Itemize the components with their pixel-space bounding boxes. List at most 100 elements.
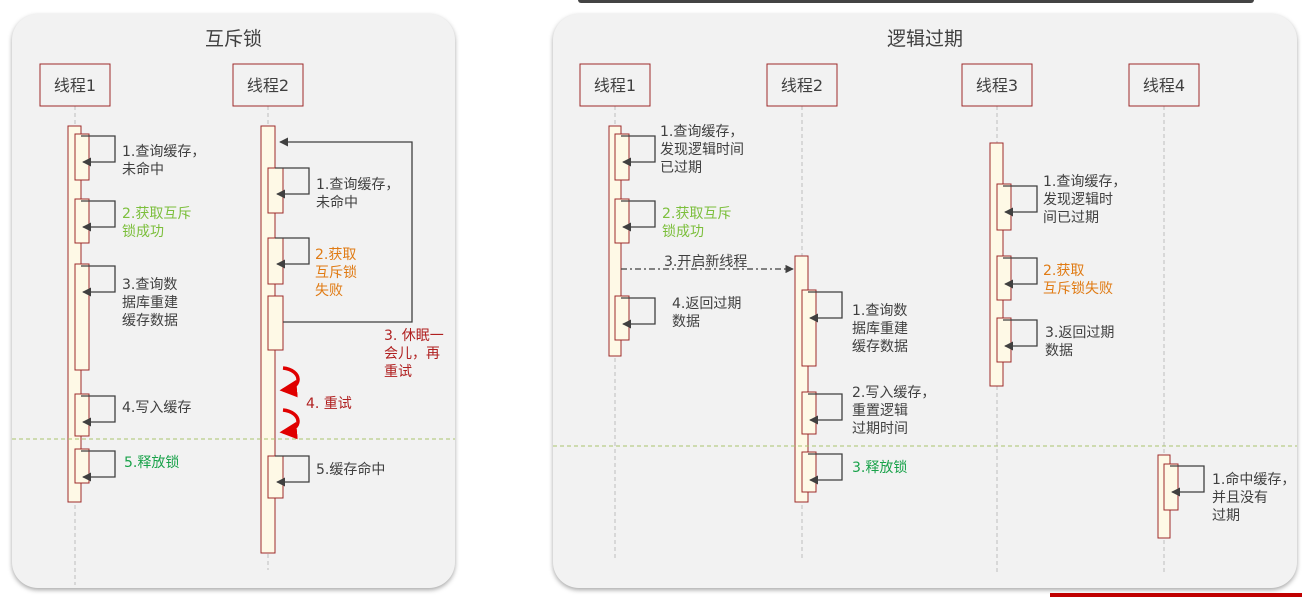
rp-thread3-activation-step2 [996, 255, 1012, 301]
thread1-note-step3: 3.查询数据库重建缓存数据 [122, 277, 178, 329]
rp-thread4-self-arrow-1 [1170, 465, 1205, 497]
rp-thread3-activation-step3 [996, 317, 1012, 363]
thread2-activation-step2 [267, 237, 284, 285]
thread1-self-arrow-1 [81, 135, 116, 167]
thread2-note-step2-line: 2.获取 [315, 247, 356, 263]
thread1-note-step2-line: 锁成功 [122, 224, 164, 240]
rp-thread2-note-step1-line: 缓存数据 [852, 339, 908, 355]
rp-thread3-note-step2: 2.获取互斥锁失败 [1043, 263, 1113, 297]
thread1-note-step3-line: 缓存数据 [122, 313, 178, 329]
rp-thread1-note-step2-line: 锁成功 [662, 224, 704, 240]
thread1-note-step2-line: 2.获取互斥 [122, 206, 191, 222]
rp-thread3-self-arrow-3 [1003, 319, 1038, 351]
rp-thread1-self-arrow-2 [621, 200, 656, 232]
retry-curl-arrow-2 [279, 408, 300, 440]
rp-thread2-activation-step2 [801, 391, 817, 435]
rp-thread3-note-step1-line: 间已过期 [1043, 210, 1099, 226]
thread2-note-step1-line: 1.查询缓存， [316, 177, 399, 193]
rp-thread4-note-step1: 1.命中缓存， 并且没有过期 [1212, 471, 1295, 524]
rp-thread1-note-step2: 2.获取互斥锁成功 [662, 206, 731, 240]
thread2-note-step2-line: 失败 [315, 283, 343, 299]
thread2-note-step5-line: 5.缓存命中 [316, 461, 385, 478]
rp-thread2-self-arrow-2 [808, 393, 843, 425]
thread2-note-step1: 1.查询缓存，未命中 [316, 177, 399, 211]
thread2-note-step2: 2.获取互斥锁失败 [315, 247, 357, 299]
thread2-sleep-retry-arrow [279, 137, 413, 323]
mutex-lock-title: 互斥锁 [204, 28, 262, 50]
rp-thread1-note-step1: 1.查询缓存，发现逻辑时间已过期 [660, 124, 744, 176]
rp-thread2-header-box [766, 63, 838, 107]
thread1-header-box-label: 线程1 [54, 76, 96, 95]
rp-thread2-note-step1: 1.查询数据库重建缓存数据 [852, 303, 908, 355]
thread2-self-arrow-5 [275, 455, 310, 487]
thread2-note-step3-line: 重试 [384, 364, 412, 380]
thread2-note-step3-line: 3. 休眠一 [384, 328, 444, 344]
rp-thread2-note-step2-line: 2.写入缓存， [852, 385, 935, 401]
rp-thread3-note-step3-line: 数据 [1045, 343, 1073, 359]
thread1-activation-step4 [74, 393, 90, 437]
rp-thread1-note-step4-line: 4.返回过期 [672, 296, 741, 312]
rp-thread3-note-step3-line: 3.返回过期 [1045, 325, 1114, 341]
rp-thread1-note-step2-line: 2.获取互斥 [662, 206, 731, 222]
rp-thread1-note-step4-line: 数据 [672, 314, 700, 330]
thread2-self-arrow-1 [275, 167, 310, 199]
thread1-activation-step3 [74, 263, 90, 371]
rp-thread2-activation-step3 [801, 451, 817, 493]
rp-thread4-note-step1-line: 并且没有 [1212, 490, 1268, 506]
thread1-activation-step2 [74, 198, 90, 244]
thread1-self-arrow-3 [81, 265, 116, 297]
rp-thread4-note-step1-line: 过期 [1212, 508, 1240, 524]
rp-thread2-note-step2-line: 重置逻辑 [852, 403, 908, 419]
rp-thread2-note-step1-line: 1.查询数 [852, 303, 907, 319]
rp-thread4-note-step1-line: 1.命中缓存， [1212, 471, 1295, 488]
thread2-note-step4-line: 4. 重试 [306, 396, 352, 412]
thread1-note-step5: 5.释放锁 [124, 455, 179, 471]
thread2-activation-step1 [267, 167, 284, 214]
thread1-note-step1-line: 未命中 [122, 161, 164, 178]
bottom-accent-bar [1050, 593, 1302, 597]
thread2-note-step5: 5.缓存命中 [316, 461, 385, 478]
rp-thread3-note-step1-line: 1.查询缓存， [1043, 174, 1126, 190]
thread1-note-step2: 2.获取互斥锁成功 [122, 206, 191, 240]
thread1-note-step1-line: 1.查询缓存， [122, 144, 205, 160]
thread2-self-arrow-2 [275, 237, 310, 269]
rp-thread1-header-box-label: 线程1 [594, 76, 636, 95]
rp-thread2-note-step3: 3.释放锁 [852, 460, 907, 476]
rp-thread1-note-step1-line: 发现逻辑时间 [660, 142, 744, 158]
rp-thread2-note-step3-line: 3.释放锁 [852, 460, 907, 476]
thread1-note-step4: 4.写入缓存 [122, 400, 191, 416]
thread1-note-step5-line: 5.释放锁 [124, 455, 179, 471]
top-border-bar [578, 0, 1254, 3]
thread2-header-box-label: 线程2 [247, 76, 289, 95]
rp-thread3-header-box [961, 63, 1033, 107]
rp-thread3-note-step3: 3.返回过期数据 [1045, 325, 1114, 359]
rp-thread2-note-step2: 2.写入缓存， 重置逻辑过期时间 [852, 385, 935, 437]
rp-thread3-self-arrow-2 [1003, 257, 1038, 289]
rp-thread2-note-step1-line: 据库重建 [852, 321, 908, 337]
rp-thread2-self-arrow-1 [808, 291, 843, 323]
logical-expiry-title: 逻辑过期 [886, 28, 963, 50]
rp-thread4-header-box-label: 线程4 [1143, 76, 1185, 95]
thread1-self-arrow-2 [81, 200, 116, 232]
rp-thread1-activation-step2 [614, 198, 630, 244]
thread2-activation-step3 [267, 295, 284, 351]
thread2-note-step2-line: 互斥锁 [315, 265, 357, 281]
rp-thread1-note-step4: 4.返回过期数据 [672, 296, 741, 330]
retry-curl-arrow-1 [279, 366, 300, 398]
rp-thread1-activation-step1 [614, 133, 630, 181]
rp-thread3-self-arrow-1 [1003, 185, 1038, 217]
rp-thread3-activation-step1 [996, 183, 1012, 231]
rp-thread1-note-step1-line: 1.查询缓存， [660, 124, 743, 140]
thread2-header-box [232, 63, 304, 107]
rp-thread2-activation-step1 [801, 289, 817, 367]
thread1-activation-step1 [74, 133, 90, 181]
thread1-note-step3-line: 3.查询数 [122, 277, 177, 293]
thread2-note-step3: 3. 休眠一会儿，再重试 [384, 328, 444, 380]
thread1-note-step3-line: 据库重建 [122, 295, 178, 311]
rp-thread4-activation-step1 [1163, 463, 1179, 511]
thread1-note-step1: 1.查询缓存，未命中 [122, 144, 205, 178]
thread2-note-step4: 4. 重试 [306, 396, 352, 412]
rp-thread2-self-arrow-3 [808, 453, 843, 485]
rp-thread3-header-box-label: 线程3 [976, 76, 1018, 95]
rp-thread2-note-step2-line: 过期时间 [852, 421, 908, 437]
